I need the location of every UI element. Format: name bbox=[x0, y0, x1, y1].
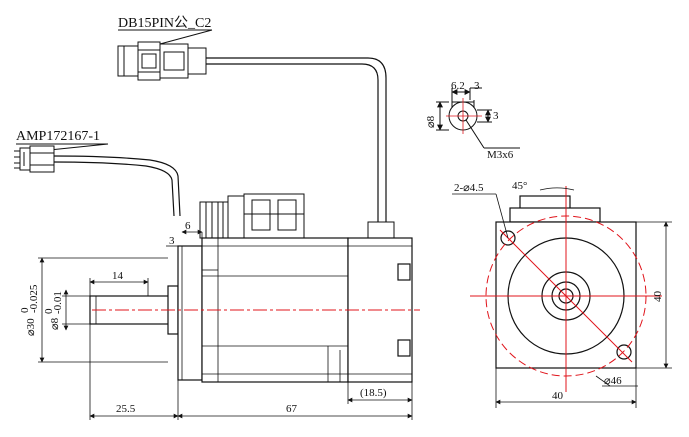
power-cable bbox=[53, 155, 181, 217]
dim-connector-offset: 6 bbox=[185, 220, 191, 232]
front-dimensions bbox=[452, 187, 672, 408]
dim-key-side: 3 bbox=[474, 80, 480, 92]
dim-flange-width: 40 bbox=[552, 390, 564, 402]
svg-text:0: 0 bbox=[19, 307, 31, 313]
rear-tab-bottom bbox=[397, 339, 411, 357]
power-connector-label: AMP172167-1 bbox=[16, 129, 100, 144]
dim-key-shaft-dia: ⌀8 bbox=[425, 115, 437, 128]
encoder-cable bbox=[206, 57, 387, 222]
side-connector-housing bbox=[199, 193, 395, 239]
dim-shaft-ext: 25.5 bbox=[116, 403, 136, 415]
dim-hole-angle: 45° bbox=[512, 180, 527, 192]
encoder-connector-label: DB15PIN公_C2 bbox=[118, 16, 211, 31]
dim-flange-thickness: 3 bbox=[169, 235, 175, 247]
side-dimensions bbox=[38, 229, 413, 420]
dim-holes: 2-⌀4.5 bbox=[454, 182, 484, 194]
svg-text:⌀30: ⌀30 bbox=[25, 318, 37, 336]
dim-shaft-length: 14 bbox=[112, 270, 124, 282]
dim-tap-thread: M3x6 bbox=[487, 149, 514, 161]
dim-shaft-diameter: ⌀8 0 -0.01 bbox=[43, 291, 64, 330]
dim-key-width: 6.2 bbox=[451, 80, 465, 92]
encoder-label-leader bbox=[159, 29, 213, 45]
dim-bolt-circle: ⌀46 bbox=[604, 375, 622, 387]
mount-hole-upper-left bbox=[500, 230, 516, 246]
shaft-detail bbox=[436, 87, 520, 149]
amp-connector bbox=[14, 145, 55, 173]
front-diag-centerline bbox=[499, 229, 633, 363]
svg-text:0: 0 bbox=[43, 308, 55, 314]
dim-rear-clearance: (18.5) bbox=[360, 387, 387, 399]
mount-hole-lower-right bbox=[616, 344, 632, 360]
dim-body-length: 67 bbox=[286, 403, 298, 415]
dim-flange-height: 40 bbox=[652, 291, 664, 303]
rear-tab-top bbox=[397, 263, 411, 281]
svg-text:-0.025: -0.025 bbox=[28, 284, 40, 313]
dim-pilot-diameter: ⌀30 0 -0.025 bbox=[19, 284, 40, 336]
svg-text:⌀8: ⌀8 bbox=[49, 317, 61, 330]
dim-key-depth: 3 bbox=[493, 110, 499, 122]
svg-text:-0.01: -0.01 bbox=[52, 291, 64, 314]
db15-connector bbox=[117, 41, 207, 81]
